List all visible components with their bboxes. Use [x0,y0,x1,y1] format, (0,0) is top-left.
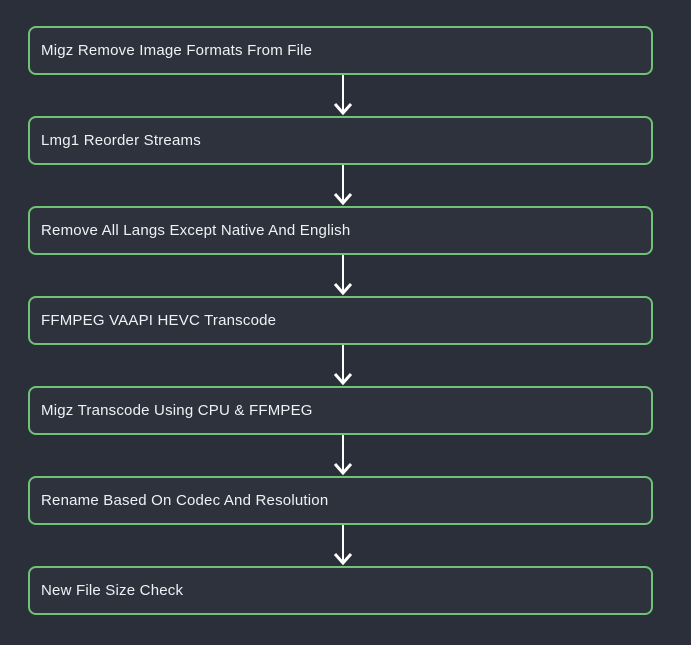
arrow-down-icon [333,435,353,476]
flow-node-migz-transcode-cpu-ffmpeg[interactable]: Migz Transcode Using CPU & FFMPEG [28,386,653,435]
flow-node-ffmpeg-vaapi-hevc-transcode[interactable]: FFMPEG VAAPI HEVC Transcode [28,296,653,345]
flow-node-label: Remove All Langs Except Native And Engli… [41,222,351,239]
flow-node-migz-remove-image-formats[interactable]: Migz Remove Image Formats From File [28,26,653,75]
flow-node-label: Rename Based On Codec And Resolution [41,492,329,509]
arrow-down-icon [333,345,353,386]
arrow-down-icon [333,255,353,296]
arrow-down-icon [333,165,353,206]
arrow-down-icon [333,525,353,566]
flow-node-remove-all-langs[interactable]: Remove All Langs Except Native And Engli… [28,206,653,255]
arrow-down-icon [333,75,353,116]
flow-node-new-file-size-check[interactable]: New File Size Check [28,566,653,615]
flow-node-label: Lmg1 Reorder Streams [41,132,201,149]
flow-node-rename-based-on-codec-resolution[interactable]: Rename Based On Codec And Resolution [28,476,653,525]
flow-node-label: FFMPEG VAAPI HEVC Transcode [41,312,277,329]
flow-node-label: Migz Transcode Using CPU & FFMPEG [41,402,313,419]
flow-node-label: Migz Remove Image Formats From File [41,42,313,59]
flow-node-lmg1-reorder-streams[interactable]: Lmg1 Reorder Streams [28,116,653,165]
flow-node-label: New File Size Check [41,582,184,599]
